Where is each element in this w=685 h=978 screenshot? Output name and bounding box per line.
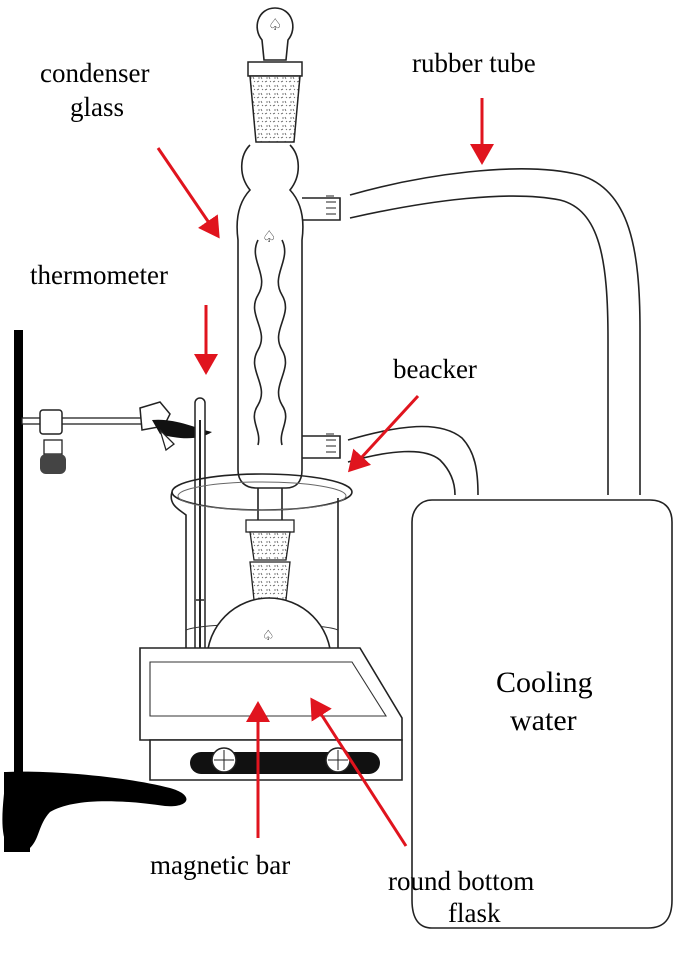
svg-text:♤: ♤	[262, 227, 276, 246]
rubber-tube	[347, 168, 641, 496]
svg-text:♤: ♤	[262, 628, 275, 644]
condenser-label-line1: condenser	[40, 58, 149, 88]
round-bottom-flask-label-line1: round bottom	[388, 866, 534, 896]
thermometer	[194, 397, 206, 689]
cooling-water-label-line2: water	[510, 704, 577, 737]
cooling-water-reservoir: Cooling water	[411, 499, 673, 929]
svg-text:♤: ♤	[268, 15, 282, 34]
thermometer-label: thermometer	[30, 260, 168, 290]
retort-stand	[2, 330, 187, 852]
condenser-arrow	[156, 147, 220, 239]
round-bottom-flask-label-line2: flask	[448, 898, 501, 928]
pointer-arrows	[156, 98, 494, 847]
condenser-label-line2: glass	[70, 92, 124, 122]
magnetic-bar-label: magnetic bar	[150, 850, 290, 880]
condenser-glass: ♤ ♤	[236, 7, 341, 520]
beaker-arrow	[347, 394, 420, 473]
round-bottom-flask-arrow	[310, 697, 408, 847]
ground-glass-joint	[245, 519, 295, 601]
clamp	[21, 401, 212, 474]
rubber-tube-label: rubber tube	[412, 48, 536, 78]
hot-plate-stirrer	[139, 647, 403, 781]
cooling-water-label-line1: Cooling	[496, 666, 593, 699]
beaker-label: beacker	[393, 354, 477, 384]
